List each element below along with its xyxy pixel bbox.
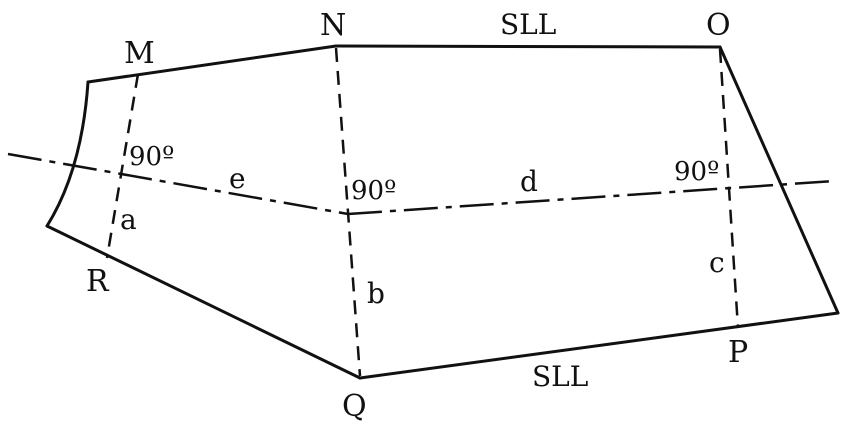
- label-point-m: M: [124, 36, 155, 71]
- label-side-b: b: [367, 277, 385, 310]
- label-point-r: R: [86, 264, 110, 299]
- label-side-d: d: [520, 165, 538, 198]
- edge-left-curve: [45, 80, 90, 228]
- edge-p-q-sll: [358, 311, 840, 380]
- edge-o-right: [718, 45, 840, 315]
- line-m-r: [105, 73, 140, 259]
- line-o-p: [718, 48, 740, 329]
- perpendiculars: [105, 47, 740, 377]
- label-sll-top: SLL: [500, 8, 556, 41]
- edge-n-o-sll: [334, 44, 722, 49]
- label-point-q: Q: [342, 389, 367, 424]
- edge-m-n: [86, 44, 338, 84]
- label-point-n: N: [320, 8, 346, 43]
- label-side-a: a: [120, 203, 137, 236]
- center-line: [7, 152, 835, 216]
- label-angle-left: 90º: [129, 142, 174, 172]
- label-side-c: c: [709, 246, 725, 279]
- label-sll-bottom: SLL: [532, 360, 588, 393]
- line-n-q: [334, 47, 362, 377]
- boundary: [45, 44, 840, 380]
- label-point-p: P: [728, 335, 748, 370]
- edge-q-r: [45, 224, 362, 380]
- center-line-left: [7, 152, 349, 216]
- label-side-e: e: [229, 162, 246, 195]
- label-point-o: O: [706, 8, 731, 43]
- label-angle-right: 90º: [674, 157, 719, 187]
- label-angle-middle: 90º: [351, 176, 396, 206]
- center-line-right: [347, 179, 835, 216]
